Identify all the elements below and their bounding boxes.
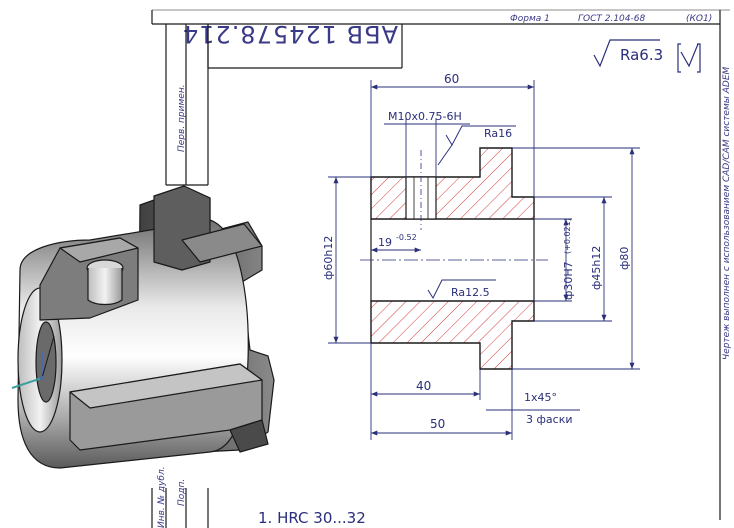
dim-dia-bore: ф30H7 <box>562 261 575 300</box>
section-upper <box>370 147 535 220</box>
first-use-column <box>165 24 209 186</box>
hardness-note: 1. HRC 30...32 <box>258 509 366 527</box>
dim-offset: 19 <box>378 236 392 249</box>
dim-chamfer-note: 3 фаски <box>526 413 572 426</box>
dim-len-50: 50 <box>430 417 445 431</box>
dim-len-40: 40 <box>416 379 431 393</box>
bottom-label-1: Подп. <box>177 479 187 506</box>
form-code: (КО1) <box>686 14 712 24</box>
thread-lines <box>413 150 429 230</box>
dim-dia-flange: ф80 <box>618 247 631 270</box>
general-roughness: Ra6.3 <box>620 46 663 64</box>
bore-roughness: Ra16 <box>484 127 512 140</box>
bore-roughness-icon <box>437 125 516 166</box>
dim-offset-tol: -0.52 <box>396 233 417 242</box>
drawing-frame <box>151 9 730 520</box>
roughness-bracket-icon <box>677 43 701 73</box>
dim-dia-outer: ф60h12 <box>322 236 335 280</box>
form-label: Форма 1 <box>510 14 550 24</box>
first-use-label: Перв. примен. <box>177 84 187 152</box>
dim-dia-hub: ф45h12 <box>590 246 603 290</box>
form-standard: ГОСТ 2.104-68 <box>578 14 645 24</box>
bottom-label-2: Инв. № дубл. <box>157 466 167 528</box>
side-note: Чертеж выполнен с использованием CAD/CAM… <box>722 67 732 360</box>
base-roughness: Ra12.5 <box>451 286 490 299</box>
roughness-icon <box>593 39 660 68</box>
dim-bore-tol: (+0.021) <box>563 218 572 254</box>
section-lower <box>370 300 535 370</box>
base-roughness-icon <box>427 279 496 300</box>
dimension-lines <box>328 80 640 440</box>
dim-thread: M10x0.75-6H <box>388 110 462 123</box>
dim-chamfer: 1x45° <box>524 391 557 404</box>
designation-text: АБВ 124578.214 <box>182 20 398 48</box>
isometric-part <box>17 185 275 469</box>
axis-triad-icon <box>11 335 55 389</box>
dim-length-total: 60 <box>444 72 459 86</box>
bottom-stamp-column <box>151 488 209 528</box>
